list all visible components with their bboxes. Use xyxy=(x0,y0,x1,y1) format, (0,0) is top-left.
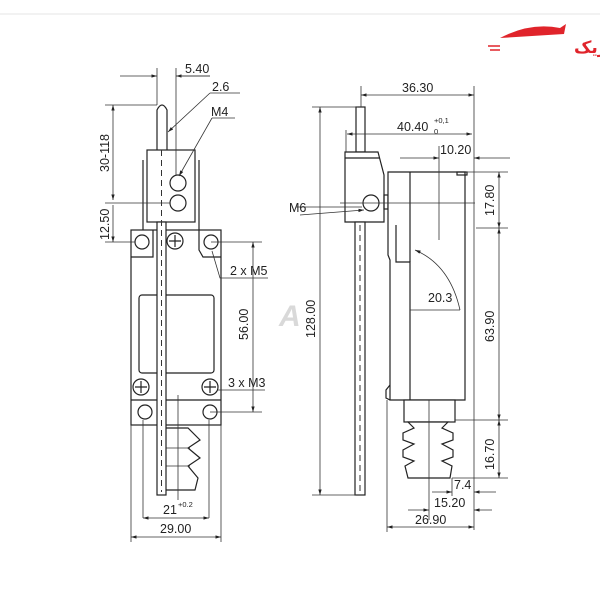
switch-body xyxy=(130,229,222,426)
dim-36-30: 36.30 xyxy=(402,81,433,95)
dim-15-20: 15.20 xyxy=(434,496,465,510)
dim-7-4: 7.4 xyxy=(454,478,471,492)
bellows xyxy=(402,421,454,479)
dim-26-90: 26.90 xyxy=(415,513,446,527)
lever-rod-top xyxy=(355,106,366,153)
switch-body xyxy=(387,171,466,401)
dim-40-40-tol-lower: 0 xyxy=(434,127,438,136)
label-m4: M4 xyxy=(211,105,228,119)
side-view: M6 128.00 36.30 40.40 +0,1 0 10.20 17.80… xyxy=(289,81,510,532)
label-2xm5: 2 x M5 xyxy=(230,264,268,278)
dim-2-6: 2.6 xyxy=(212,80,229,94)
bellows xyxy=(164,427,202,491)
dim-56-00: 56.00 xyxy=(237,309,251,340)
dim-5-40: 5.40 xyxy=(185,62,209,76)
base-neck xyxy=(403,399,456,423)
dim-16-70: 16.70 xyxy=(483,439,497,470)
dim-17-80: 17.80 xyxy=(483,185,497,216)
dim-40-40-tol-upper: +0,1 xyxy=(434,116,449,125)
screw-icon xyxy=(166,232,184,250)
front-view: 5.40 2.6 M4 30-118 12.50 2 x M5 56.00 3 … xyxy=(98,62,268,542)
screw-icon xyxy=(132,378,150,396)
dim-128-00: 128.00 xyxy=(304,300,318,338)
mount-hole xyxy=(137,404,153,420)
svg-text:آرتا الکتریک: آرتا الکتریک xyxy=(574,36,600,58)
dim-30-118: 30-118 xyxy=(98,134,112,172)
label-3xm3: 3 x M3 xyxy=(228,376,266,390)
screw-icon xyxy=(201,378,219,396)
watermark-logo: A xyxy=(278,300,301,333)
actuator-head xyxy=(344,151,385,223)
dim-29-00: 29.00 xyxy=(160,522,191,536)
brand-logo: آرتا الکتریک xyxy=(488,24,600,58)
lever-rod-top xyxy=(156,104,168,150)
m4-hole xyxy=(169,174,187,192)
window xyxy=(138,294,215,374)
dim-63-90: 63.90 xyxy=(483,311,497,342)
dim-40-40: 40.40 xyxy=(397,120,428,134)
dim-12-50: 12.50 xyxy=(98,209,112,240)
dim-21-tolerance: +0.2 xyxy=(178,500,193,509)
label-m6: M6 xyxy=(289,201,306,215)
dim-20-3: 20.3 xyxy=(428,291,452,305)
dim-21: 21 xyxy=(163,503,177,517)
dim-10-20: 10.20 xyxy=(440,143,471,157)
